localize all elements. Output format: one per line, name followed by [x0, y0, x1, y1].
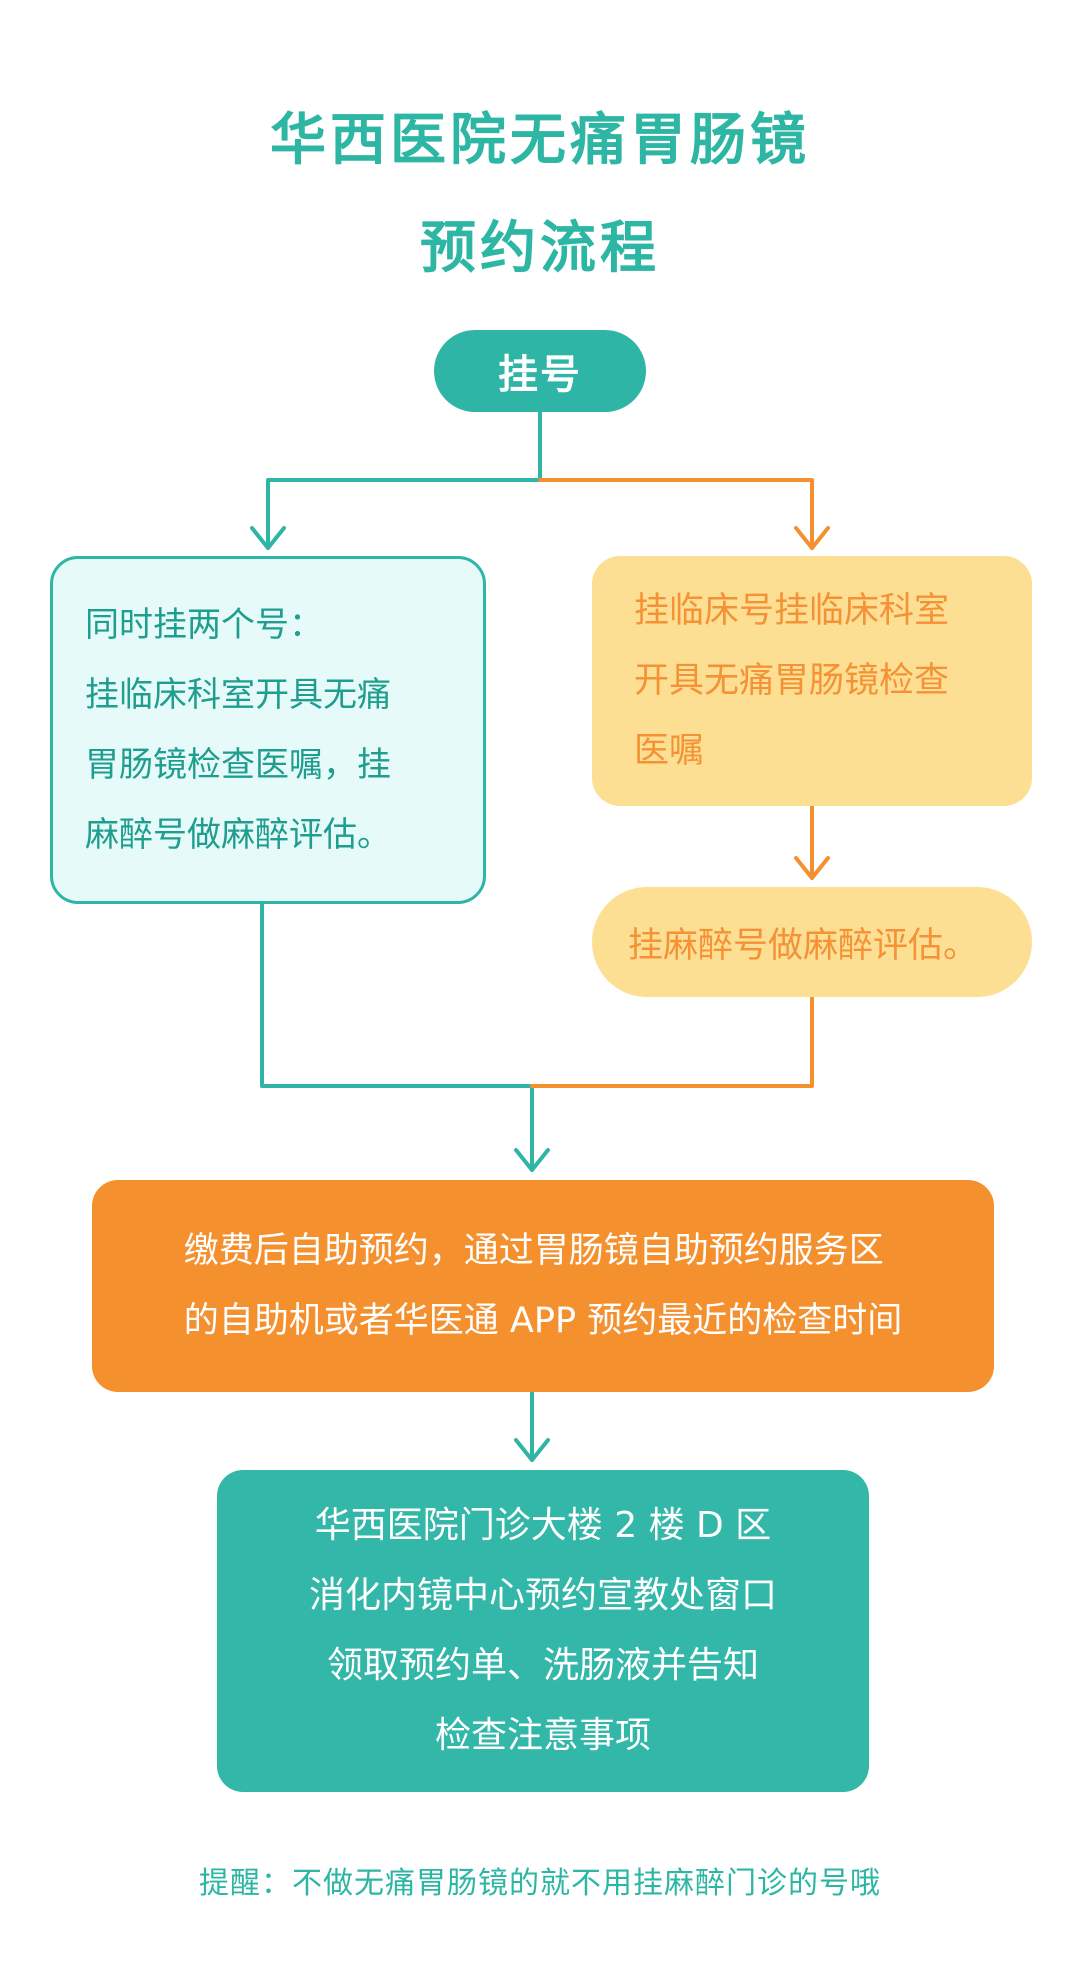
right-option-step1-box: 挂临床号挂临床科室 开具无痛胃肠镜检查 医嘱: [592, 556, 1032, 806]
page-title-line-2: 预约流程: [420, 216, 660, 281]
connector-left-to-payment: [260, 902, 550, 1172]
start-node-label: 挂号: [498, 352, 582, 398]
footer-reminder: 提醒：不做无痛胃肠镜的就不用挂麻醉门诊的号哦: [199, 1866, 881, 1901]
connector-right-step1-to-step2: [794, 804, 830, 880]
connector-start-to-left: [250, 410, 542, 550]
connector-payment-to-pickup: [514, 1390, 550, 1462]
pickup-window-text: 华西医院门诊大楼 2 楼 D 区 消化内镜中心预约宣教处窗口 领取预约单、洗肠液…: [308, 1505, 777, 1756]
right-option-step2-box: 挂麻醉号做麻醉评估。: [592, 887, 1032, 997]
pickup-window-box: 华西医院门诊大楼 2 楼 D 区 消化内镜中心预约宣教处窗口 领取预约单、洗肠液…: [217, 1470, 869, 1792]
payment-booking-text: 缴费后自助预约，通过胃肠镜自助预约服务区 的自助机或者华医通 APP 预约最近的…: [183, 1231, 903, 1341]
left-option-text: 同时挂两个号： 挂临床科室开具无痛 胃肠镜检查医嘱，挂 麻醉号做麻醉评估。: [85, 605, 391, 855]
left-option-box: 同时挂两个号： 挂临床科室开具无痛 胃肠镜检查医嘱，挂 麻醉号做麻醉评估。: [50, 556, 486, 904]
connector-start-to-right: [538, 478, 830, 550]
start-node-register: 挂号: [434, 330, 646, 412]
page-title-line-1: 华西医院无痛胃肠镜: [270, 108, 810, 173]
payment-booking-box: 缴费后自助预约，通过胃肠镜自助预约服务区 的自助机或者华医通 APP 预约最近的…: [92, 1180, 994, 1392]
connector-right-to-payment: [530, 995, 814, 1088]
right-option-step2-text: 挂麻醉号做麻醉评估。: [628, 925, 979, 966]
right-option-step1-text: 挂临床号挂临床科室 开具无痛胃肠镜检查 医嘱: [634, 591, 950, 771]
